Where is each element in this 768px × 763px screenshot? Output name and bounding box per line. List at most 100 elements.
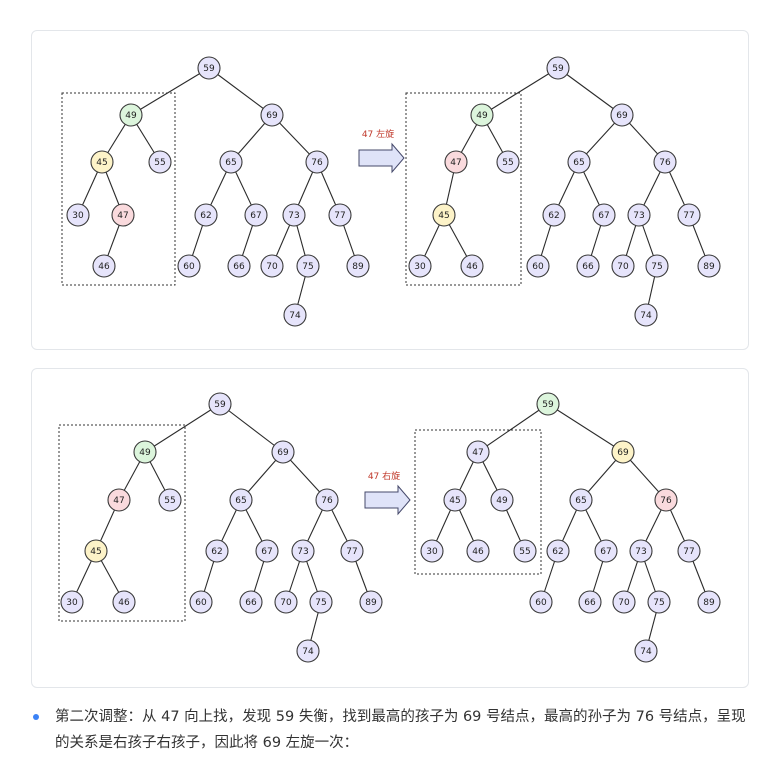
tree-node-60: 60 bbox=[189, 590, 213, 614]
tree-edge-59-69 bbox=[208, 67, 273, 116]
bullet-text: 第二次调整：从 47 向上找，发现 59 失衡，找到最高的孩子为 69 号结点，… bbox=[55, 709, 746, 751]
tree-node-59: 59 bbox=[536, 392, 560, 416]
node-label: 59 bbox=[214, 400, 226, 410]
tree-node-47: 47 bbox=[111, 203, 135, 227]
node-label: 62 bbox=[552, 547, 563, 557]
tree-node-47: 47 bbox=[444, 150, 468, 174]
node-circle bbox=[119, 103, 143, 127]
tree-node-77: 77 bbox=[677, 203, 701, 227]
tree-node-62: 62 bbox=[194, 203, 218, 227]
node-circle bbox=[239, 590, 263, 614]
node-label: 55 bbox=[154, 158, 165, 168]
tree-node-76: 76 bbox=[315, 488, 339, 512]
node-circle bbox=[529, 590, 553, 614]
node-circle bbox=[612, 590, 636, 614]
tree-node-74: 74 bbox=[283, 303, 307, 327]
node-label: 67 bbox=[600, 547, 611, 557]
node-label: 62 bbox=[200, 211, 211, 221]
node-label: 59 bbox=[542, 400, 554, 410]
tree-node-70: 70 bbox=[260, 254, 284, 278]
tree-node-55: 55 bbox=[148, 150, 172, 174]
tree-node-59: 59 bbox=[208, 392, 232, 416]
tree-node-75: 75 bbox=[647, 590, 671, 614]
node-circle bbox=[255, 539, 279, 563]
node-label: 30 bbox=[66, 598, 78, 608]
tree-node-66: 66 bbox=[576, 254, 600, 278]
node-label: 76 bbox=[311, 158, 323, 168]
tree-node-67: 67 bbox=[592, 203, 616, 227]
node-label: 55 bbox=[519, 547, 530, 557]
node-label: 70 bbox=[617, 262, 629, 272]
node-label: 76 bbox=[659, 158, 671, 168]
node-circle bbox=[677, 203, 701, 227]
node-circle bbox=[536, 392, 560, 416]
node-label: 77 bbox=[683, 211, 694, 221]
node-circle bbox=[271, 440, 295, 464]
tree-node-89: 89 bbox=[346, 254, 370, 278]
node-label: 73 bbox=[635, 547, 646, 557]
subtree-selection-box bbox=[58, 424, 186, 622]
tree-edge-59-69 bbox=[557, 67, 623, 116]
arrow-label: 47 右旋 bbox=[368, 470, 400, 482]
node-circle bbox=[194, 203, 218, 227]
subtree-selection-box bbox=[414, 429, 542, 575]
tree-edge-59-69 bbox=[219, 403, 284, 453]
node-circle bbox=[305, 150, 329, 174]
node-label: 46 bbox=[466, 262, 478, 272]
node-circle bbox=[283, 303, 307, 327]
node-label: 70 bbox=[266, 262, 278, 272]
tree-node-89: 89 bbox=[697, 590, 721, 614]
tree-node-66: 66 bbox=[239, 590, 263, 614]
tree-node-77: 77 bbox=[677, 539, 701, 563]
tree-node-76: 76 bbox=[653, 150, 677, 174]
node-label: 65 bbox=[573, 158, 584, 168]
node-label: 59 bbox=[203, 64, 215, 74]
tree-node-73: 73 bbox=[291, 539, 315, 563]
transform-arrow: 47 右旋 bbox=[364, 470, 411, 516]
node-circle bbox=[610, 103, 634, 127]
tree-node-55: 55 bbox=[158, 488, 182, 512]
node-circle bbox=[315, 488, 339, 512]
node-label: 74 bbox=[302, 647, 314, 657]
tree-node-67: 67 bbox=[244, 203, 268, 227]
tree-node-30: 30 bbox=[66, 203, 90, 227]
node-label: 70 bbox=[618, 598, 630, 608]
node-label: 60 bbox=[195, 598, 207, 608]
tree-node-55: 55 bbox=[513, 539, 537, 563]
tree-node-46: 46 bbox=[92, 254, 116, 278]
tree-node-74: 74 bbox=[634, 639, 658, 663]
node-label: 45 bbox=[96, 158, 107, 168]
node-label: 73 bbox=[633, 211, 644, 221]
node-label: 69 bbox=[616, 111, 628, 121]
node-circle bbox=[634, 303, 658, 327]
node-circle bbox=[189, 590, 213, 614]
node-label: 75 bbox=[651, 262, 662, 272]
node-circle bbox=[158, 488, 182, 512]
node-label: 47 bbox=[117, 211, 128, 221]
tree-node-65: 65 bbox=[229, 488, 253, 512]
node-circle bbox=[443, 488, 467, 512]
node-circle bbox=[466, 539, 490, 563]
node-circle bbox=[177, 254, 201, 278]
node-label: 75 bbox=[653, 598, 664, 608]
node-label: 89 bbox=[703, 598, 715, 608]
node-circle bbox=[309, 590, 333, 614]
node-circle bbox=[84, 539, 108, 563]
tree-node-47: 47 bbox=[466, 440, 490, 464]
node-label: 49 bbox=[496, 496, 508, 506]
subtree-selection-box bbox=[405, 92, 522, 286]
tree-node-49: 49 bbox=[470, 103, 494, 127]
tree-edge-59-49 bbox=[130, 67, 210, 116]
tree-node-49: 49 bbox=[490, 488, 514, 512]
tree-node-70: 70 bbox=[611, 254, 635, 278]
node-label: 67 bbox=[250, 211, 261, 221]
node-circle bbox=[408, 254, 432, 278]
tree-node-70: 70 bbox=[274, 590, 298, 614]
tree-node-62: 62 bbox=[205, 539, 229, 563]
node-label: 66 bbox=[582, 262, 594, 272]
node-circle bbox=[444, 150, 468, 174]
node-label: 75 bbox=[315, 598, 326, 608]
tree-node-47: 47 bbox=[107, 488, 131, 512]
node-circle bbox=[513, 539, 537, 563]
